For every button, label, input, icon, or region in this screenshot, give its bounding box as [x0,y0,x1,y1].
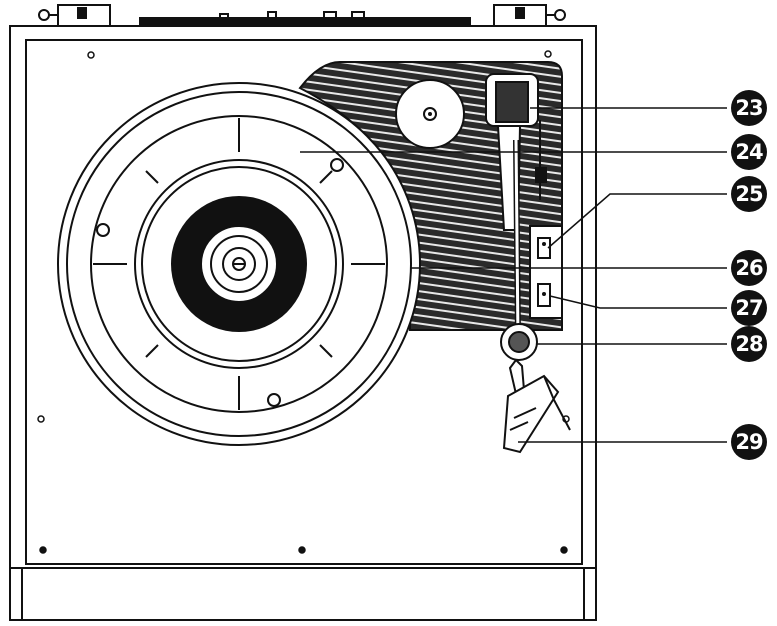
callout-24: 24 [731,134,767,170]
cabinet-screws [37,50,570,554]
callout-29: 29 [731,424,767,460]
callout-23: 23 [731,90,767,126]
callout-25-label: 25 [735,182,763,206]
callout-28: 28 [731,326,767,362]
callout-25: 25 [731,176,767,212]
rear-hinges [38,4,566,28]
leader-lines [300,107,727,443]
leader-line-25 [547,193,727,249]
callout-26: 26 [731,250,767,286]
adapter-45rpm [395,79,465,149]
platter [57,82,421,446]
callout-28-label: 28 [735,332,763,356]
callout-29-label: 29 [735,430,763,454]
callout-27: 27 [731,290,767,326]
callout-24-label: 24 [735,140,763,164]
callout-26-label: 26 [735,256,763,280]
callout-23-label: 23 [735,96,762,120]
callout-27-label: 27 [735,296,762,320]
leader-line-27 [549,295,727,309]
